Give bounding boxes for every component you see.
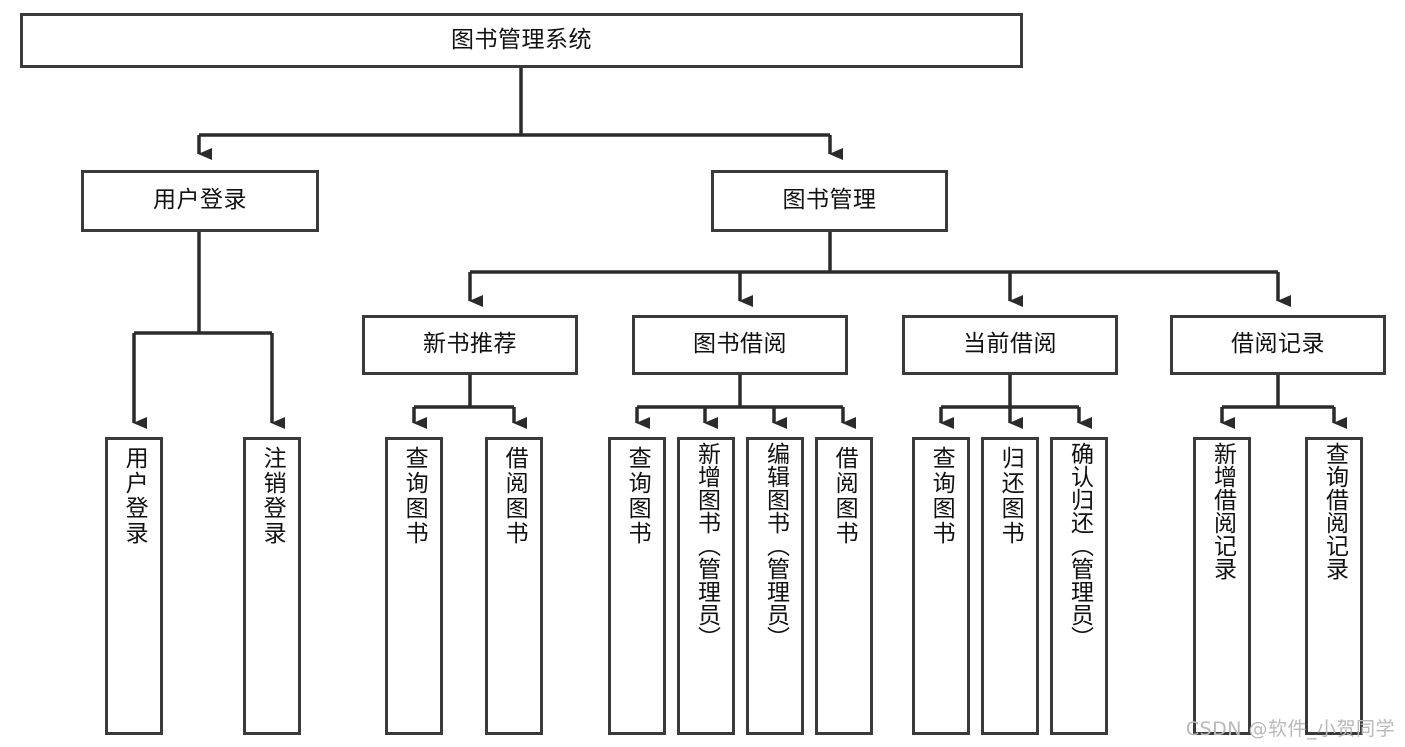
node-current-borrow[interactable]: 当前借阅 [902, 315, 1118, 375]
leaf-current-confirm-return-label: 确认归还（管理员） [1066, 442, 1093, 649]
node-book-borrow-label: 图书借阅 [693, 331, 787, 358]
node-book-management[interactable]: 图书管理 [711, 170, 948, 232]
leaf-current-query-book[interactable]: 查询图书 [912, 437, 970, 735]
node-new-book-recommend[interactable]: 新书推荐 [362, 315, 578, 375]
leaf-borrow-add-book-label: 新增图书（管理员） [693, 442, 720, 649]
leaf-current-return-book[interactable]: 归还图书 [981, 437, 1039, 735]
node-root-label: 图书管理系统 [451, 26, 592, 53]
leaf-record-add[interactable]: 新增借阅记录 [1193, 437, 1251, 735]
node-borrow-record[interactable]: 借阅记录 [1170, 315, 1386, 375]
node-book-borrow[interactable]: 图书借阅 [632, 315, 848, 375]
leaf-borrow-edit-book-label: 编辑图书（管理员） [762, 442, 789, 649]
node-user-login-label: 用户登录 [153, 187, 247, 214]
node-borrow-record-label: 借阅记录 [1231, 331, 1325, 358]
leaf-recommend-query-book-label: 查询图书 [401, 446, 428, 546]
node-root[interactable]: 图书管理系统 [20, 13, 1023, 68]
leaf-user-logout[interactable]: 注销登录 [243, 437, 301, 735]
leaf-borrow-add-book[interactable]: 新增图书（管理员） [677, 437, 735, 735]
leaf-user-login[interactable]: 用户登录 [105, 437, 163, 735]
leaf-record-search[interactable]: 查询借阅记录 [1305, 437, 1363, 735]
leaf-recommend-borrow-book-label: 借阅图书 [501, 446, 528, 546]
leaf-borrow-lend-book-label: 借阅图书 [831, 446, 858, 546]
node-current-borrow-label: 当前借阅 [963, 331, 1057, 358]
leaf-user-logout-label: 注销登录 [259, 446, 286, 546]
leaf-borrow-query-book-label: 查询图书 [624, 446, 651, 546]
leaf-borrow-query-book[interactable]: 查询图书 [608, 437, 666, 735]
leaf-borrow-edit-book[interactable]: 编辑图书（管理员） [746, 437, 804, 735]
leaf-record-add-label: 新增借阅记录 [1209, 442, 1236, 580]
leaf-current-query-book-label: 查询图书 [928, 446, 955, 546]
node-new-book-recommend-label: 新书推荐 [423, 331, 517, 358]
leaf-record-search-label: 查询借阅记录 [1321, 442, 1348, 580]
node-book-management-label: 图书管理 [782, 187, 877, 214]
leaf-user-login-label: 用户登录 [121, 446, 148, 546]
node-user-login[interactable]: 用户登录 [81, 170, 319, 232]
leaf-current-return-book-label: 归还图书 [997, 446, 1024, 546]
leaf-recommend-borrow-book[interactable]: 借阅图书 [485, 437, 543, 735]
leaf-borrow-lend-book[interactable]: 借阅图书 [815, 437, 873, 735]
leaf-current-confirm-return[interactable]: 确认归还（管理员） [1050, 437, 1108, 735]
leaf-recommend-query-book[interactable]: 查询图书 [385, 437, 443, 735]
watermark: CSDN @软件_小贺同学 [1185, 718, 1395, 740]
